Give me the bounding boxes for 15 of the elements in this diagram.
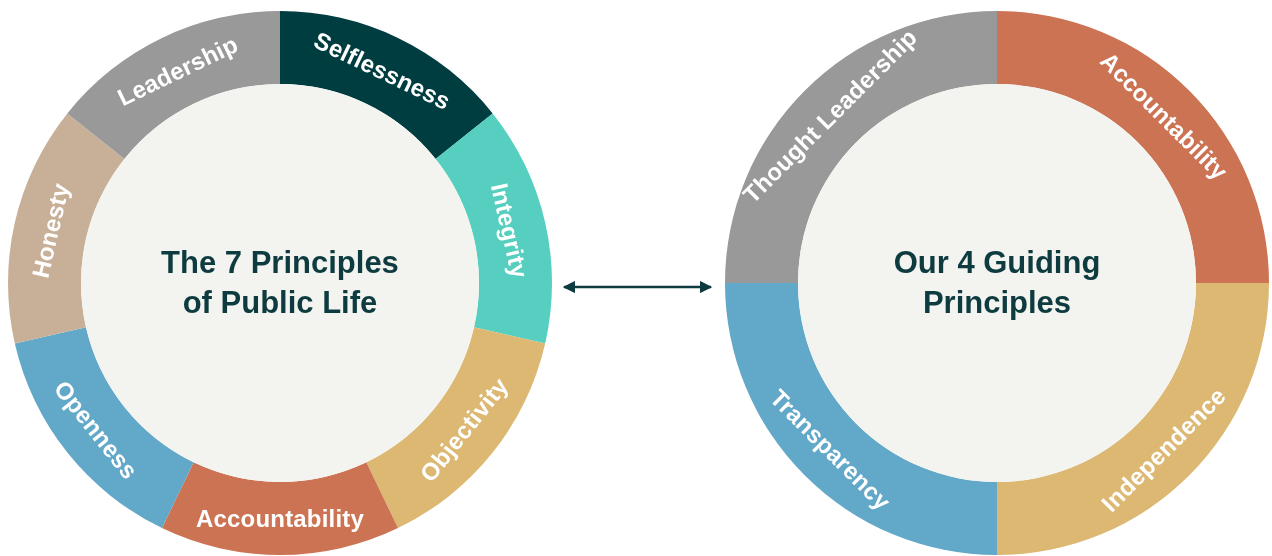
ring-segment bbox=[435, 113, 552, 344]
segment-label: Integrity bbox=[485, 180, 534, 281]
ring-segment bbox=[67, 11, 280, 159]
ring-segment bbox=[14, 327, 194, 529]
center-title: The 7 Principles of Public Life bbox=[160, 243, 400, 322]
donut-ring bbox=[8, 11, 552, 555]
ring-segment bbox=[162, 462, 398, 555]
segment-label: Accountability bbox=[195, 504, 365, 533]
ring-segment bbox=[366, 327, 546, 529]
donut-ring bbox=[725, 11, 1269, 555]
center-title: Our 4 Guiding Principles bbox=[892, 243, 1102, 322]
double-arrow bbox=[562, 280, 713, 294]
segment-label: Honesty bbox=[26, 180, 75, 281]
ring-segment bbox=[8, 113, 125, 344]
ring-segment bbox=[280, 11, 493, 159]
